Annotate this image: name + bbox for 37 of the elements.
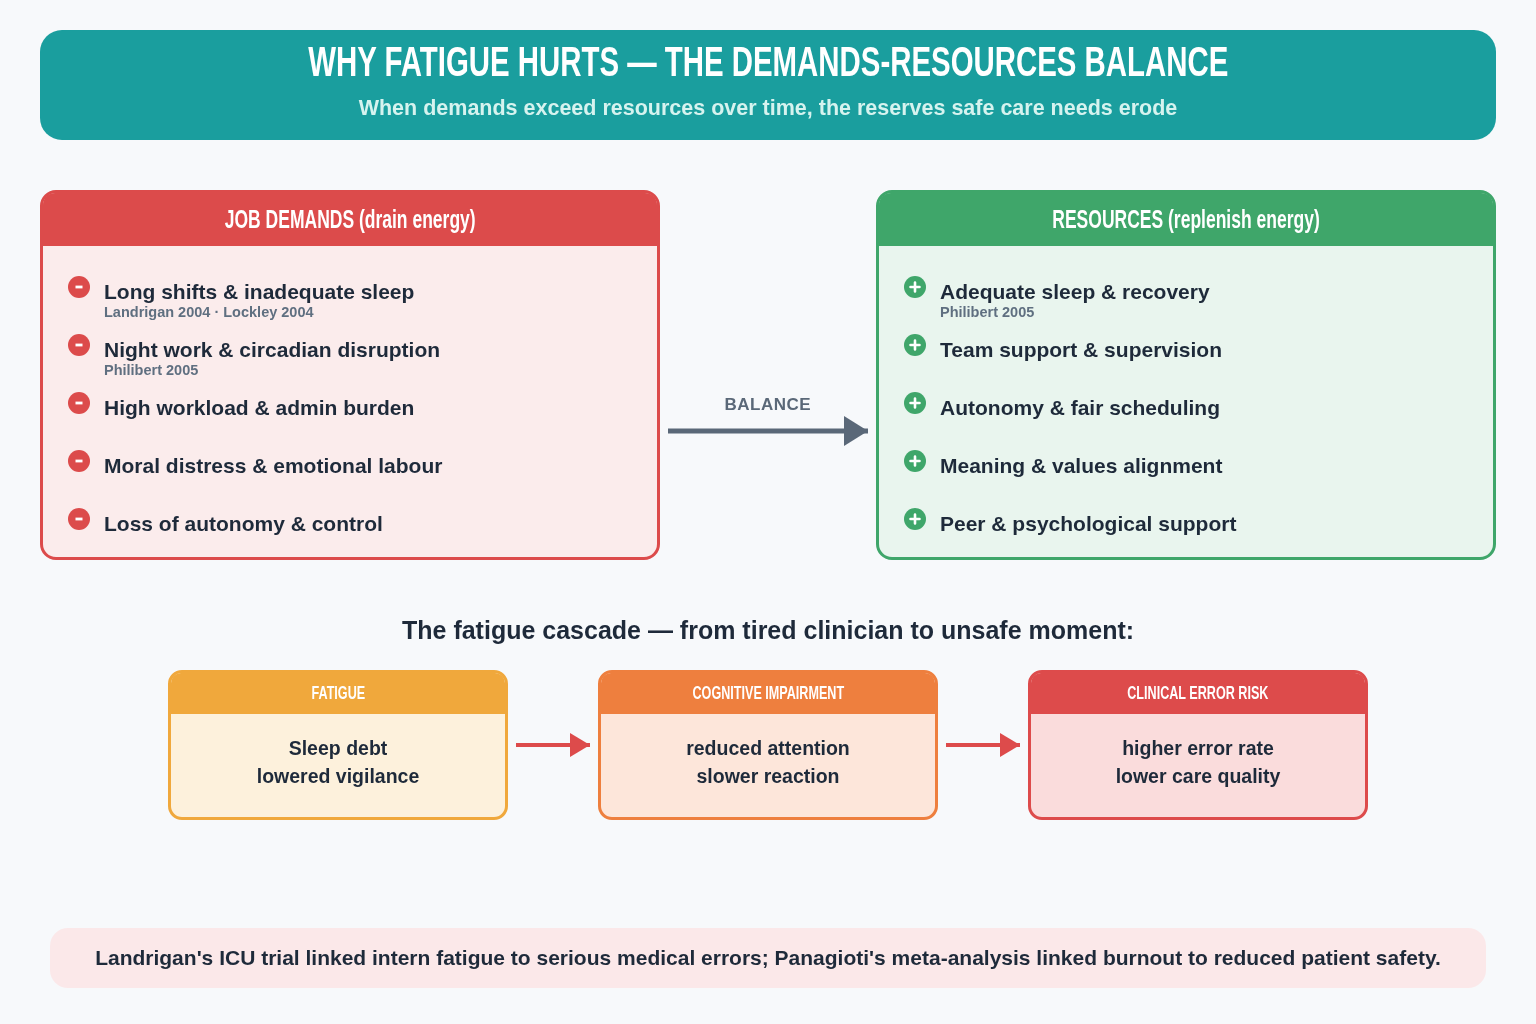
stage-heading: FATIGUE: [311, 682, 365, 705]
resource-item: Team support & supervision: [940, 337, 1222, 362]
demand-item: Moral distress & emotional labour: [104, 453, 443, 478]
panel-heading: JOB DEMANDS (drain energy): [224, 204, 476, 235]
stage-heading: COGNITIVE IMPAIRMENT: [692, 682, 844, 705]
stage-heading: CLINICAL ERROR RISK: [1127, 682, 1269, 705]
demand-item: Long shifts & inadequate sleep: [104, 279, 415, 304]
stage-effect: higher error rate: [1122, 736, 1274, 761]
stage-effect: Sleep debt: [288, 736, 388, 761]
demand-item: Night work & circadian disruption: [104, 337, 441, 362]
stage-effect: reduced attention: [686, 736, 850, 761]
arrow: [668, 416, 868, 446]
stage-effect: slower reaction: [696, 764, 840, 789]
arrow: [946, 733, 1020, 757]
demand-item: High workload & admin burden: [104, 395, 415, 420]
stage-box: [1028, 670, 1368, 820]
citation: Philibert 2005: [940, 304, 1035, 320]
arrow: [516, 733, 590, 757]
resources-panel: [876, 190, 1496, 560]
citation: Philibert 2005: [104, 362, 199, 378]
stage-effect: lowered vigilance: [256, 764, 420, 789]
resource-item: Adequate sleep & recovery: [940, 279, 1210, 304]
citation: Landrigan 2004 · Lockley 2004: [104, 304, 314, 320]
stage-box: [598, 670, 938, 820]
panel-heading: RESOURCES (replenish energy): [1052, 204, 1320, 235]
demands-panel: [40, 190, 660, 560]
demand-item: Loss of autonomy & control: [104, 511, 383, 536]
title-banner: [40, 30, 1496, 140]
stage-box: [168, 670, 508, 820]
section-heading: The fatigue cascade — from tired clinician to unsafe moment:: [402, 615, 1135, 646]
note-text: Landrigan's ICU trial linked intern fatigue to serious medical errors; Panagioti's meta-analysis linked burnout to reduced patient safety.: [95, 945, 1441, 971]
banner-title: WHY FATIGUE HURTS — THE DEMANDS-RESOURCES BALANCE: [307, 37, 1229, 87]
resource-item: Peer & psychological support: [940, 511, 1237, 536]
banner-subtitle: When demands exceed resources over time, the reserves safe care needs erode: [358, 95, 1178, 122]
resource-item: Autonomy & fair scheduling: [940, 395, 1220, 420]
stage-effect: lower care quality: [1115, 764, 1281, 789]
resource-item: Meaning & values alignment: [940, 453, 1223, 478]
